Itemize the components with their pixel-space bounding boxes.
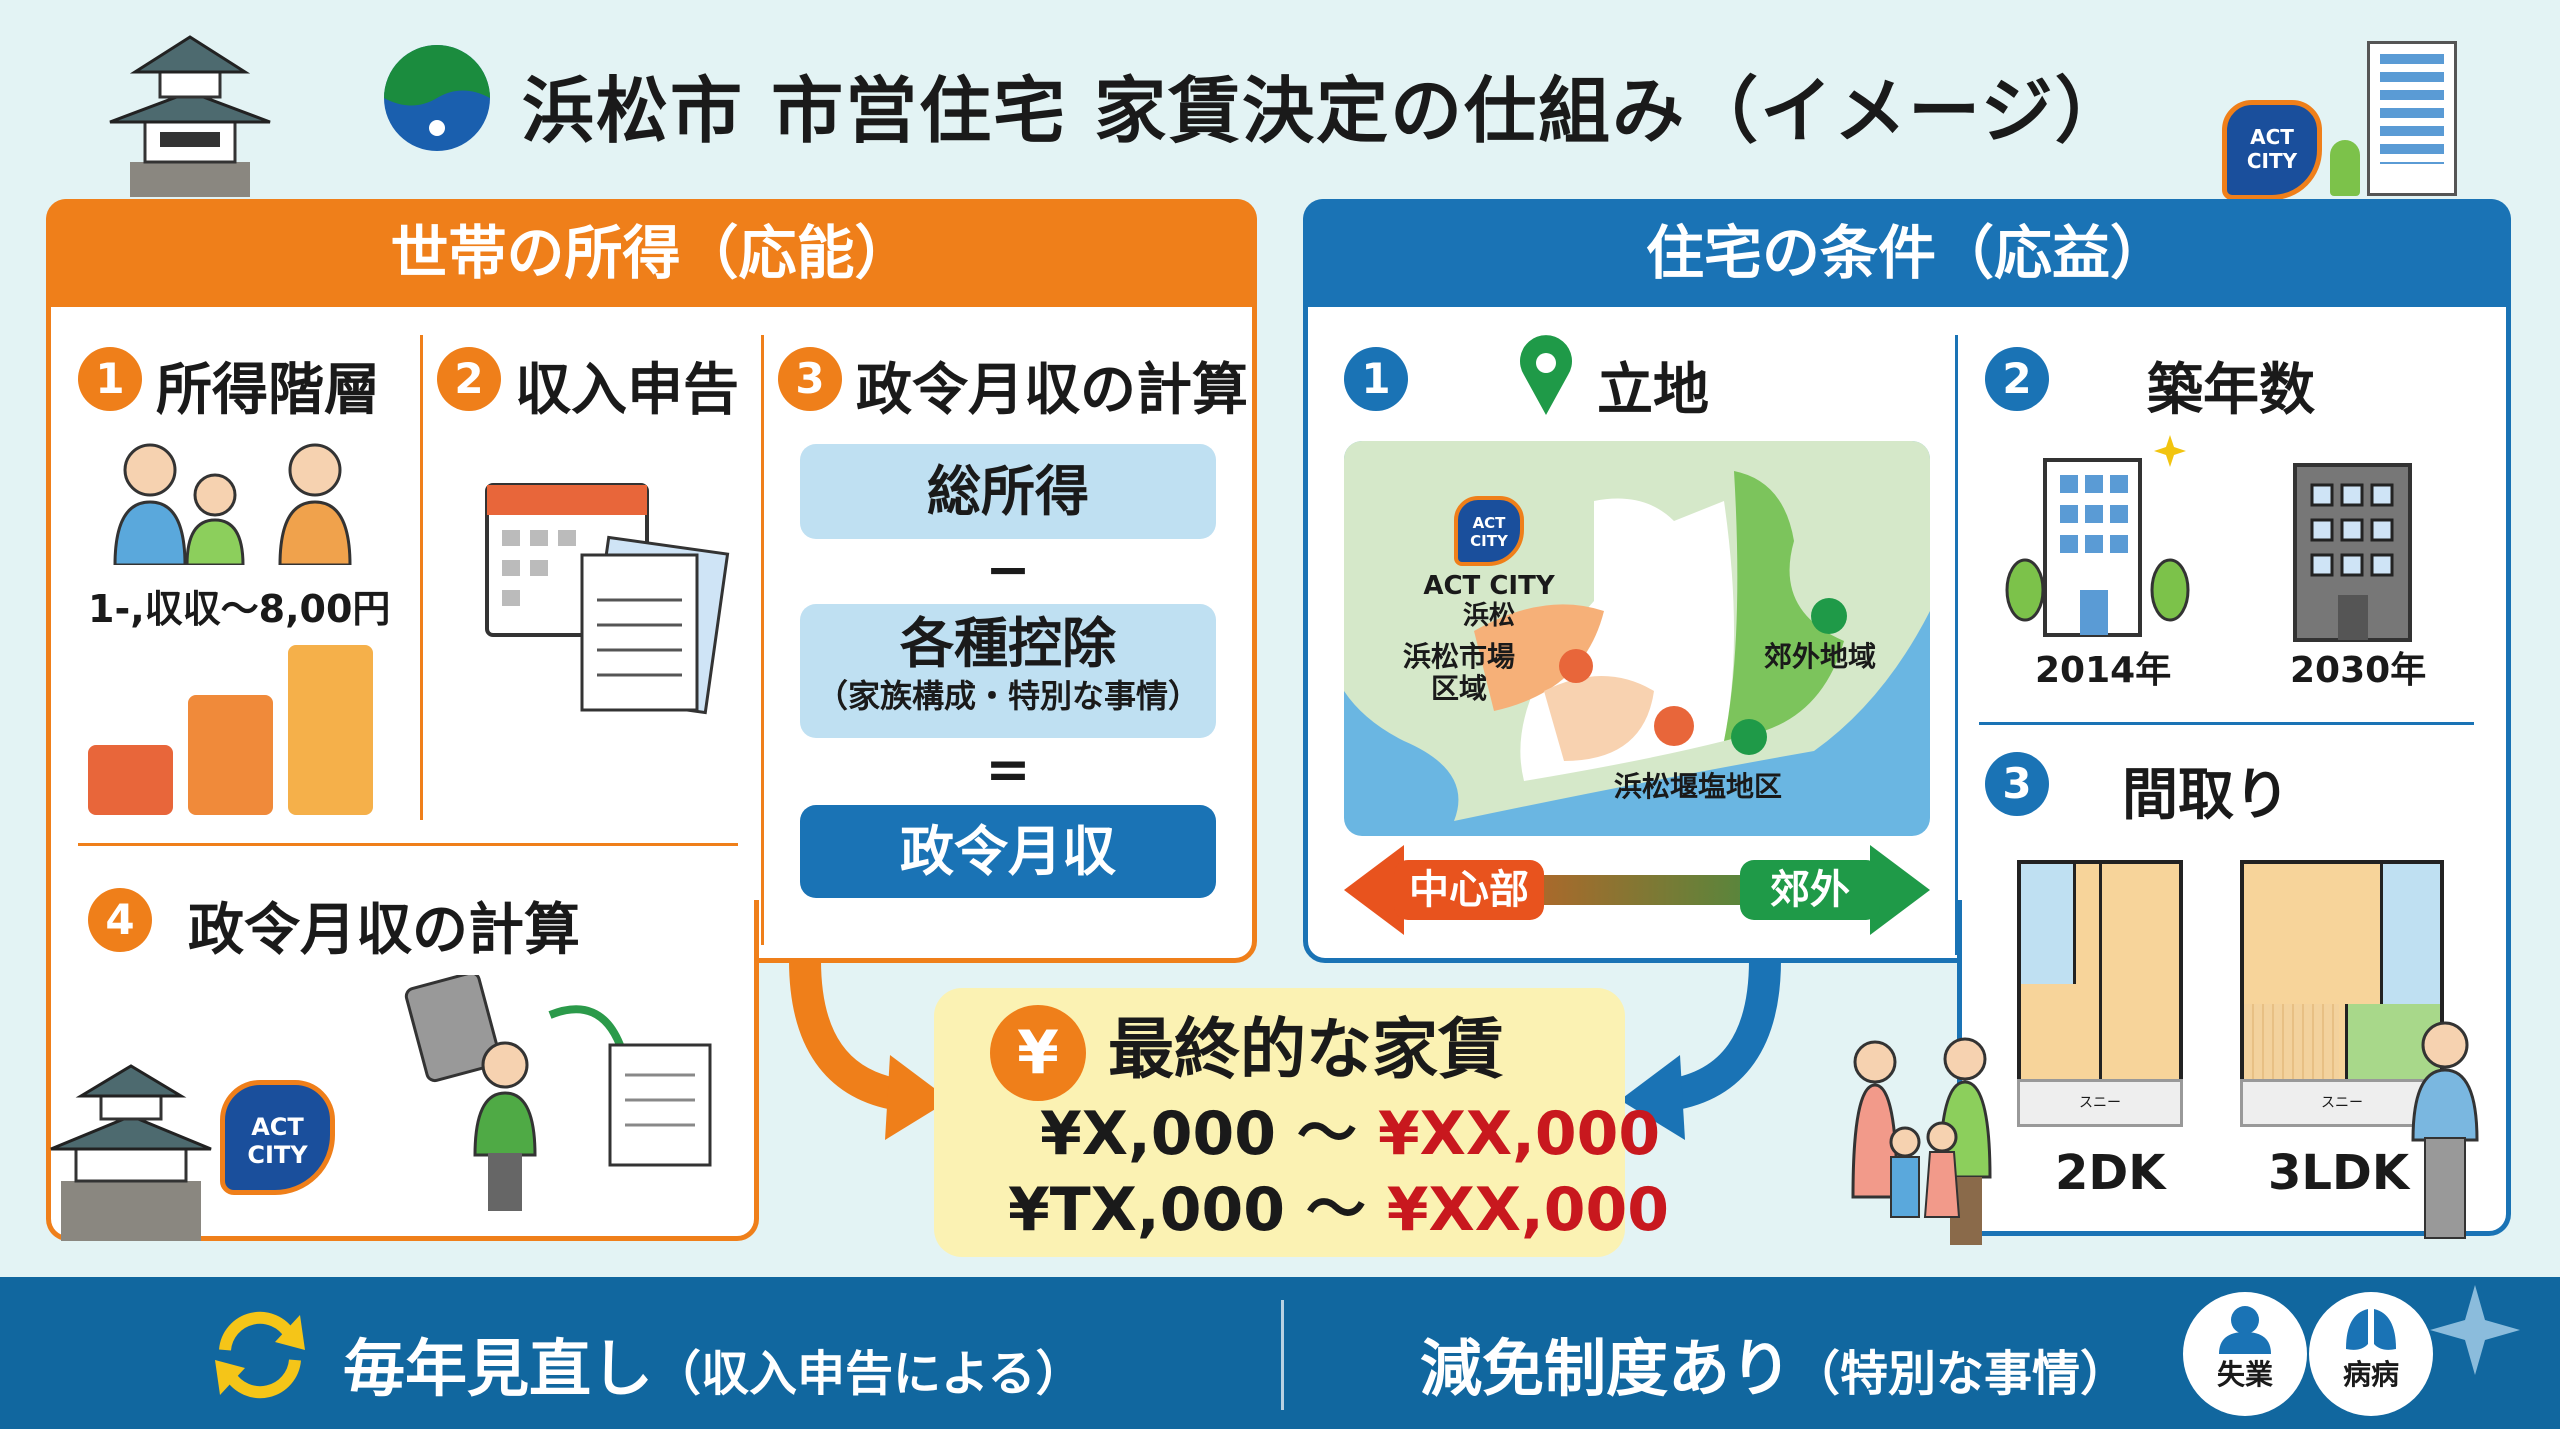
rent-range-row-1: ¥X,000 〜 ¥XX,000 <box>1040 1100 1660 1168</box>
divider <box>78 843 738 846</box>
step-number-1: 1 <box>78 347 142 411</box>
housing-conditions-header: 住宅の条件（応益） <box>1303 199 2511 307</box>
location-heading: 立地 <box>1597 358 1709 423</box>
tower-building-illustration <box>2367 41 2457 196</box>
reduction-system-text: 減免制度あり（特別な事情） <box>1420 1318 2128 1408</box>
page-title: 浜松市 市営住宅 家賃決定の仕組み（イメージ） <box>522 69 2129 153</box>
panel-joint <box>51 880 754 970</box>
family-illustration <box>105 440 365 567</box>
divider <box>1979 722 2474 725</box>
step-number-4: 4 <box>88 888 152 952</box>
divider <box>1955 335 1958 955</box>
act-city-badge-top: ACT CITY <box>2222 100 2322 200</box>
sparkle-icon <box>2430 1285 2520 1375</box>
divider <box>420 335 423 820</box>
map-label-district: 浜松堰塩地区 <box>1614 770 1783 803</box>
balcony-label: スニー <box>2240 1079 2444 1127</box>
old-building-icon <box>2250 455 2470 645</box>
center-to-suburb-arrow: 中心部 郊外 <box>1344 845 1930 935</box>
deductions-box: 各種控除 （家族構成・特別な事情） <box>800 604 1216 738</box>
footer-bar <box>0 1277 2560 1429</box>
final-rent-heading: 最終的な家賃 <box>1108 1011 1504 1088</box>
income-report-heading: 収入申告 <box>515 358 739 423</box>
equals-sign: = <box>985 738 1031 801</box>
balcony-label: スニー <box>2017 1079 2183 1127</box>
map-label-suburb: 郊外地域 <box>1764 640 1877 673</box>
rent-max: ¥XX,000 <box>1377 1099 1661 1169</box>
total-income-box: 総所得 <box>800 444 1216 539</box>
income-level-bars <box>88 645 378 815</box>
rent-min: ¥TX,000 〜 <box>1008 1175 1387 1245</box>
new-building-year: 2014年 <box>2035 650 2172 691</box>
refresh-icon <box>215 1311 305 1399</box>
calendar-document-icon <box>482 470 732 730</box>
center-label: 中心部 <box>1409 867 1529 913</box>
annual-review-label: 毎年見直し <box>343 1332 654 1405</box>
rent-max: ¥XX,000 <box>1386 1175 1670 1245</box>
monthly-income-result-box: 政令月収 <box>800 805 1216 898</box>
castle-illustration-top <box>90 22 290 197</box>
location-pin-icon <box>1518 335 1574 425</box>
floor-plan-heading: 間取り <box>2122 763 2290 828</box>
income-bracket-heading: 所得階層 <box>156 358 380 423</box>
family-illustration-right <box>1845 1037 2010 1249</box>
act-city-sub-label: 浜松 <box>1462 601 1515 631</box>
act-city-logo: ACT CITY <box>220 1080 335 1195</box>
suburb-label: 郊外 <box>1770 867 1850 913</box>
illness-label: 病病 <box>2342 1358 2399 1391</box>
minus-sign: − <box>985 538 1031 601</box>
deductions-note: （家族構成・特別な事情） <box>815 677 1200 715</box>
unemployment-badge: 失業 <box>2183 1292 2307 1416</box>
building-age-heading: 築年数 <box>2147 358 2315 423</box>
floor-plan-2dk: スニー <box>2017 860 2183 1127</box>
deductions-label: 各種控除 <box>900 612 1116 675</box>
monthly-income-calc-heading-2: 政令月収の計算 <box>188 898 580 963</box>
divider <box>761 335 764 945</box>
annual-review-note: （収入申告による） <box>653 1346 1084 1402</box>
income-flow-arrow <box>789 960 950 1140</box>
income-range-label: 1-,収収〜8,00円 <box>88 587 391 631</box>
rent-min: ¥X,000 〜 <box>1040 1099 1378 1169</box>
floor-plan-2dk-label: 2DK <box>2055 1145 2166 1201</box>
hamamatsu-city-logo <box>382 43 492 153</box>
yen-icon: ¥ <box>990 1005 1086 1101</box>
floor-plan-3ldk: スニー <box>2240 860 2444 1127</box>
old-building-year: 2030年 <box>2290 650 2427 691</box>
floor-plan-3ldk-label: 3LDK <box>2268 1145 2410 1201</box>
lungs-icon <box>2346 1309 2396 1350</box>
condition-number-2: 2 <box>1985 347 2049 411</box>
monthly-income-calc-heading: 政令月収の計算 <box>856 358 1248 423</box>
household-income-header: 世帯の所得（応能） <box>46 199 1257 307</box>
act-city-map-logo: ACT CITY <box>1454 496 1524 566</box>
divider <box>1281 1300 1284 1410</box>
step-number-3: 3 <box>778 347 842 411</box>
reduction-label: 減免制度あり <box>1420 1332 1793 1405</box>
unemployment-label: 失業 <box>2216 1358 2273 1391</box>
annual-review-text: 毎年見直し（収入申告による） <box>343 1318 1084 1408</box>
illness-badge: 病病 <box>2309 1292 2433 1416</box>
condition-number-1: 1 <box>1344 347 1408 411</box>
man-illustration <box>2405 1020 2485 1245</box>
tree-icon <box>2330 140 2360 196</box>
person-icon <box>2219 1306 2271 1354</box>
condition-number-3: 3 <box>1985 752 2049 816</box>
rent-range-row-2: ¥TX,000 〜 ¥XX,000 <box>1008 1176 1669 1244</box>
step-number-2: 2 <box>437 347 501 411</box>
person-with-calculator-illustration <box>400 971 720 1215</box>
castle-illustration-bottom <box>46 1061 216 1241</box>
reduction-note: （特別な事情） <box>1792 1346 2129 1402</box>
housing-flow-arrow <box>1620 960 1781 1140</box>
act-city-label: ACT CITY <box>1423 571 1555 601</box>
new-building-icon <box>2000 430 2200 640</box>
map-label-city-area: 浜松市場区域 <box>1402 640 1515 705</box>
